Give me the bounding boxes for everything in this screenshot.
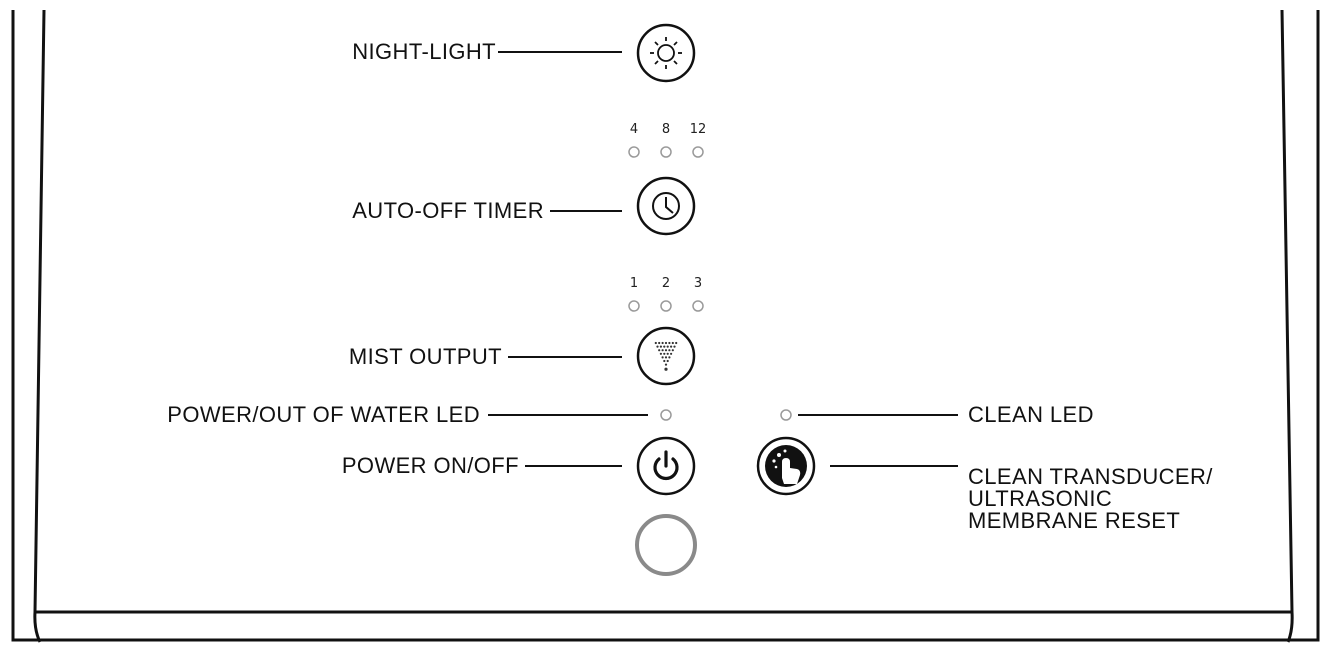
timer-indicator-leds [628, 146, 704, 158]
power-led-label: POWER/OUT OF WATER LED [167, 402, 480, 427]
timer-led-4 [628, 146, 640, 158]
night-light-label: NIGHT-LIGHT [352, 39, 496, 64]
clean-led [780, 409, 792, 421]
sun-icon [650, 37, 682, 69]
mist-led-3 [692, 300, 704, 312]
mist-led-1 [628, 300, 640, 312]
power-led [660, 409, 672, 421]
mist-level-label-3: 3 [693, 276, 703, 291]
clean-transducer-label-line2: ULTRASONIC [968, 486, 1113, 511]
mist-level-label-2: 2 [661, 276, 671, 291]
timer-led-12 [692, 146, 704, 158]
night-light-button[interactable] [636, 23, 696, 83]
mist-output-label: MIST OUTPUT [348, 344, 502, 369]
clean-led-label: CLEAN LED [968, 402, 1094, 427]
auto-off-timer-button[interactable] [636, 176, 696, 236]
timer-hours-label-12: 12 [689, 122, 707, 137]
mist-output-button[interactable] [636, 326, 696, 386]
power-onoff-label: POWER ON/OFF [341, 453, 519, 478]
clean-transducer-label-line1: CLEAN TRANSDUCER/ [968, 464, 1213, 489]
panel-outline [11, 9, 1320, 643]
leader-lines [488, 51, 958, 467]
clean-transducer-label-line3: MEMBRANE RESET [968, 508, 1181, 533]
mist-level-label-1: 1 [629, 276, 639, 291]
power-button[interactable] [636, 436, 696, 496]
power-icon [653, 450, 679, 481]
mist-indicator-leds [628, 300, 704, 312]
clean-transducer-button[interactable] [756, 436, 816, 496]
mist-outlet-ring [635, 514, 697, 576]
auto-off-timer-label: AUTO-OFF TIMER [352, 198, 544, 223]
timer-led-8 [660, 146, 672, 158]
mist-led-2 [660, 300, 672, 312]
clock-icon [652, 192, 680, 220]
timer-hours-label-8: 8 [661, 122, 671, 137]
mist-spray-icon [654, 341, 678, 371]
hand-tap-clean-icon [765, 445, 807, 487]
timer-hours-label-4: 4 [629, 122, 639, 137]
